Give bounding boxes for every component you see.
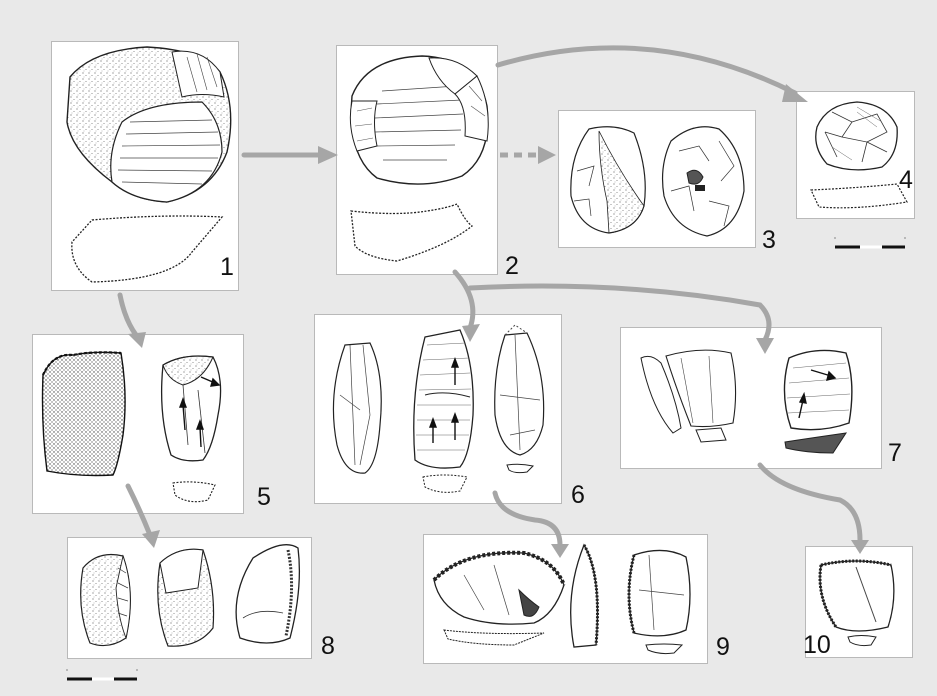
- panel-9: 9: [423, 534, 708, 664]
- panel-2: 2: [336, 45, 498, 275]
- small-core-drawing: [797, 92, 916, 220]
- panel-4: 4: [796, 91, 915, 219]
- panel-7-label: 7: [888, 441, 902, 466]
- panel-10-label: 10: [803, 633, 831, 658]
- retouched-tools-drawing: [68, 538, 313, 660]
- panel-10: 10: [805, 546, 913, 658]
- panel-3-label: 3: [762, 228, 776, 253]
- blade-views-drawing: [315, 315, 563, 505]
- artifact-two-faces-drawing: [559, 111, 757, 249]
- panel-2-label: 2: [505, 254, 519, 279]
- scale-bar-top: [832, 234, 908, 250]
- panel-5-label: 5: [257, 485, 271, 510]
- panel-8: 8: [67, 537, 312, 659]
- arrow-7-to-10: [760, 465, 860, 540]
- panel-6: 6: [314, 314, 562, 504]
- panel-1-label: 1: [220, 255, 234, 280]
- panel-6-label: 6: [571, 483, 585, 508]
- panel-5: 5: [32, 334, 244, 514]
- core-drawing: [337, 46, 499, 276]
- scale-bar-bottom: [64, 666, 140, 682]
- panel-9-label: 9: [716, 635, 730, 660]
- panel-8-label: 8: [321, 634, 335, 659]
- scraper-and-points-drawing: [424, 535, 709, 665]
- cortical-flake-drawing: [33, 335, 245, 515]
- panel-1: 1: [51, 41, 239, 291]
- flakes-and-core-fragment-drawing: [621, 328, 883, 470]
- cobble-drawing: [52, 42, 240, 292]
- arrowhead-2-to-3: [538, 146, 556, 164]
- panel-4-label: 4: [899, 168, 913, 193]
- arrow-1-to-5: [120, 295, 136, 335]
- panel-7: 7: [620, 327, 882, 469]
- arrowhead-1-to-2: [318, 146, 338, 164]
- arrow-2-to-4: [498, 48, 795, 93]
- panel-3: 3: [558, 110, 756, 248]
